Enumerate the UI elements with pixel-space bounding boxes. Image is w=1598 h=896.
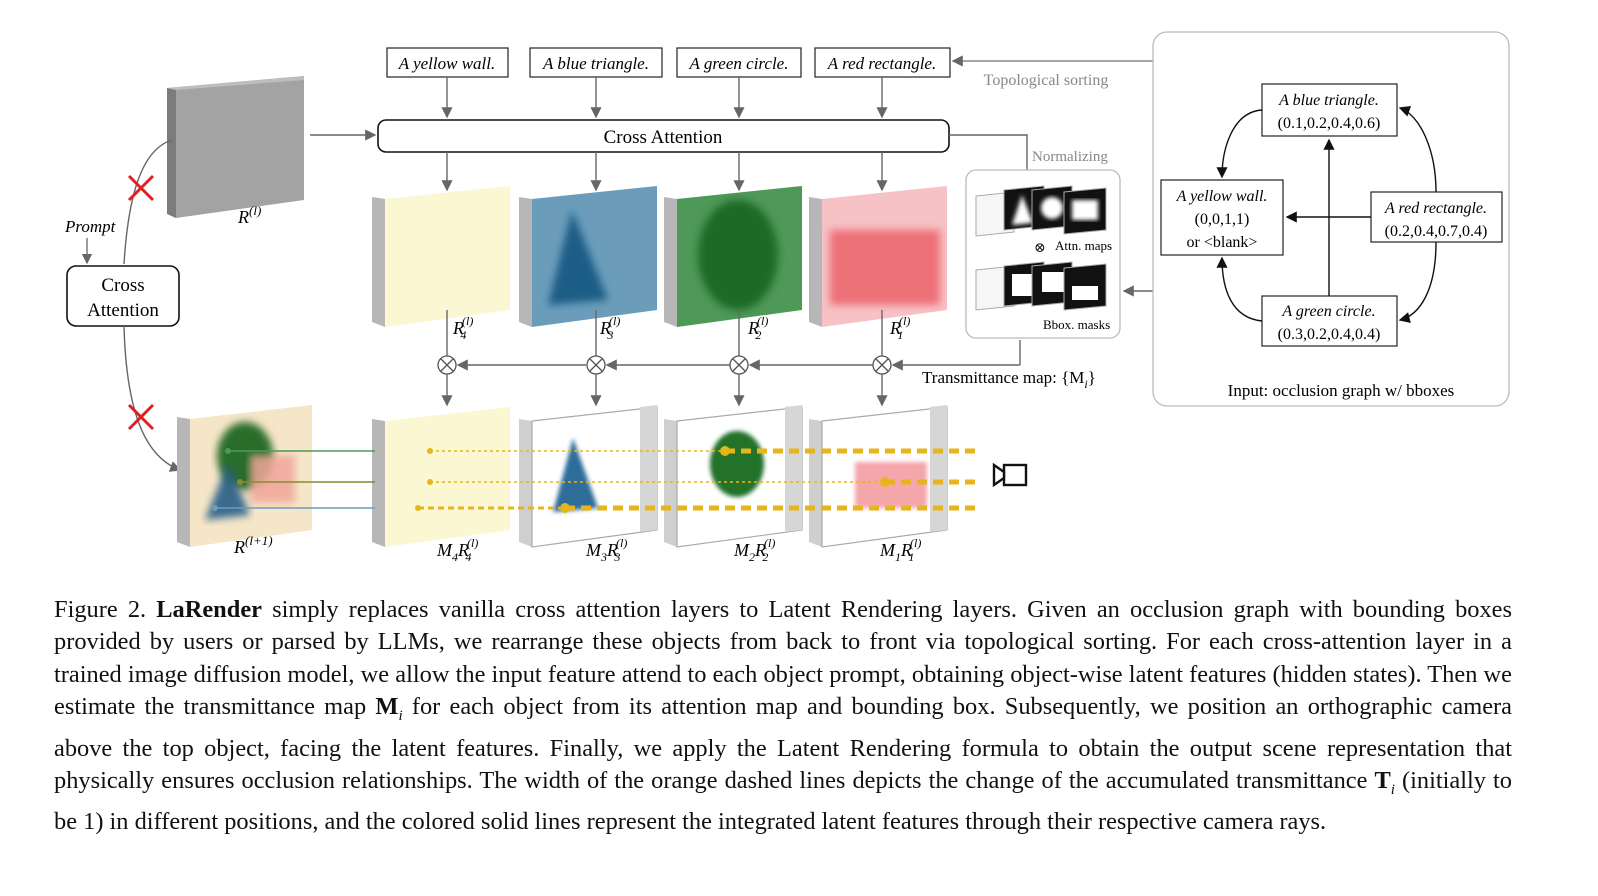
prompt-blue-text: A blue triangle. (542, 54, 649, 73)
panel-green-feature (664, 186, 802, 327)
cross-attention-left: Cross Attention (66, 265, 180, 327)
svg-text:R(l)1: R(l)1 (889, 314, 910, 342)
camera-rays-solid (212, 448, 375, 511)
caption-t-sub: i (1390, 781, 1395, 798)
panel-masked-yellow (372, 407, 510, 547)
caption-method-name: LaRender (156, 596, 262, 623)
prompt-green-box: A green circle. (676, 47, 802, 78)
occlusion-graph: A blue triangle. (0.1,0.2,0.4,0.6) A yel… (1152, 31, 1510, 407)
panel-to-multiply-lines (446, 310, 883, 356)
svg-text:R(l)2: R(l)2 (747, 314, 768, 342)
caption-text-1: simply replaces vanilla cross attention … (54, 596, 1512, 721)
svg-text:M1R(l)1: M1R(l)1 (879, 536, 921, 564)
node-yellow-alt: or <blank> (1187, 234, 1258, 251)
caption-figure-number: Figure 2. (54, 596, 147, 623)
ray-hit-points (415, 446, 890, 513)
attention-to-panels-arrows (441, 152, 888, 192)
left-branch-top (123, 139, 173, 265)
figure-caption: Figure 2. LaRender simply replaces vanil… (54, 594, 1512, 839)
caption-t-symbol: T (1374, 766, 1391, 794)
caption-text-3: (initially to be 1) in different positio… (54, 766, 1513, 836)
prompt-green-text: A green circle. (689, 54, 789, 73)
multiply-symbols (437, 355, 892, 375)
red-cross-bottom (127, 403, 155, 431)
topo-label: Topological sorting (984, 72, 1109, 89)
prompt-blue-box: A blue triangle. (529, 47, 663, 78)
caption-m-sub: i (398, 708, 403, 725)
prompt-red-text: A red rectangle. (827, 54, 936, 73)
panel-yellow-feature (372, 186, 510, 327)
caption-text-2: for each object from its attention map a… (54, 693, 1512, 794)
attn-maps-label: Attn. maps (1055, 238, 1112, 253)
node-yellow-name: A yellow wall. (1176, 188, 1268, 205)
caption-m-symbol: M (375, 693, 399, 721)
svg-text:M2R(l)2: M2R(l)2 (733, 536, 775, 564)
panel-masked-green (664, 405, 803, 548)
node-green-bbox: (0.3,0.2,0.4,0.4) (1278, 326, 1381, 343)
panel-masked-red (809, 405, 948, 548)
svg-text:M4R(l)4: M4R(l)4 (436, 536, 478, 564)
camera-rays-dashed (418, 448, 975, 511)
transmittance-label: Transmittance map: {Mi} (922, 368, 1096, 391)
otimes-symbol: ⊗ (1034, 241, 1046, 256)
left-branch-bottom (123, 325, 182, 472)
graph-caption: Input: occlusion graph w/ bboxes (1228, 381, 1455, 400)
prompt-yellow-box: A yellow wall. (386, 47, 509, 78)
node-red-bbox: (0.2,0.4,0.7,0.4) (1385, 223, 1488, 240)
multiply-to-bottom-arrows (441, 374, 888, 407)
normalizing-arrow (949, 134, 1033, 185)
prompt-label: Prompt (64, 217, 117, 236)
svg-text:Attention: Attention (87, 300, 159, 321)
panel-red-feature (809, 186, 947, 327)
cross-attention-main: Cross Attention (377, 119, 950, 153)
svg-text:R(l)4: R(l)4 (452, 314, 473, 342)
label-R-l1: R(l+1) (233, 533, 273, 557)
figure-diagram: A yellow wall. A blue triangle. A green … (64, 31, 1510, 564)
panel-masked-blue (519, 405, 658, 548)
node-blue-name: A blue triangle. (1278, 92, 1379, 109)
middle-feature-labels: R(l)4 R(l)3 R(l)2 R(l)1 (452, 314, 910, 342)
normalizing-label: Normalizing (1032, 149, 1108, 165)
svg-text:M3R(l)3: M3R(l)3 (585, 536, 627, 564)
bottom-feature-labels: M4R(l)4 M3R(l)3 M2R(l)2 M1R(l)1 (436, 536, 921, 564)
prompt-arrows (441, 77, 888, 119)
camera-icon (992, 462, 1028, 488)
red-cross-top (127, 174, 155, 202)
panel-blue-feature (519, 186, 657, 327)
panel-output-feature (177, 405, 312, 547)
node-green-name: A green circle. (1281, 303, 1375, 320)
label-R-l: R(l) (237, 203, 261, 227)
prompt-red-box: A red rectangle. (814, 47, 951, 78)
prompt-yellow-text: A yellow wall. (398, 54, 496, 73)
bbox-masks-label: Bbox. masks (1043, 317, 1110, 332)
node-red-name: A red rectangle. (1384, 200, 1487, 217)
svg-text:R(l)3: R(l)3 (599, 314, 620, 342)
node-yellow-bbox: (0,0,1,1) (1195, 211, 1250, 228)
masks-box: ⊗ Attn. maps Bbox. masks (965, 169, 1121, 339)
input-feature-block (167, 76, 304, 218)
svg-text:Cross: Cross (101, 275, 144, 296)
cross-attention-main-text: Cross Attention (604, 127, 723, 148)
node-blue-bbox: (0.1,0.2,0.4,0.6) (1278, 115, 1381, 132)
